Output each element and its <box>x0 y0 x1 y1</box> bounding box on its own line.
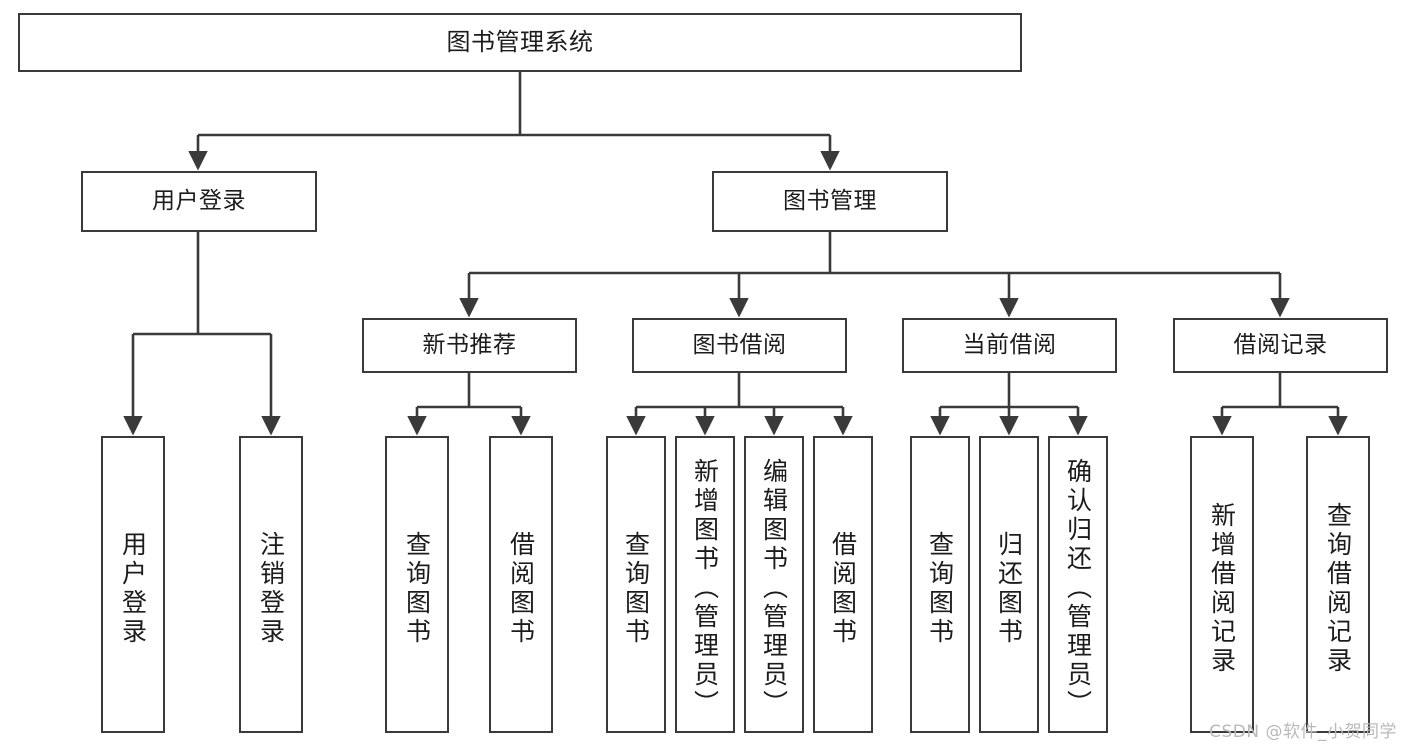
leaf-query-book-2-label: 查询图书 <box>621 530 651 647</box>
leaf-add-book[interactable]: 新增图书（管理员） <box>675 436 735 733</box>
node-root[interactable]: 图书管理系统 <box>18 13 1022 72</box>
node-new-book-recommend-label: 新书推荐 <box>422 332 517 359</box>
leaf-borrow-book-1-label: 借阅图书 <box>506 530 536 647</box>
leaf-query-record-label: 查询借阅记录 <box>1323 501 1353 676</box>
leaf-edit-book-label: 编辑图书（管理员） <box>759 458 789 719</box>
leaf-confirm-return[interactable]: 确认归还（管理员） <box>1048 436 1108 733</box>
leaf-query-book-3-label: 查询图书 <box>925 530 955 647</box>
node-root-label: 图书管理系统 <box>446 27 594 56</box>
node-user-login[interactable]: 用户登录 <box>81 171 317 232</box>
node-user-login-label: 用户登录 <box>152 188 246 215</box>
leaf-return-book-label: 归还图书 <box>994 530 1024 647</box>
leaf-add-book-label: 新增图书（管理员） <box>690 458 720 719</box>
node-current-borrow[interactable]: 当前借阅 <box>902 318 1117 373</box>
leaf-add-record-label: 新增借阅记录 <box>1207 501 1237 676</box>
leaf-query-book-2[interactable]: 查询图书 <box>606 436 666 733</box>
node-borrow-record-label: 借阅记录 <box>1233 332 1328 359</box>
leaf-confirm-return-label: 确认归还（管理员） <box>1063 458 1093 719</box>
node-book-manage-label: 图书管理 <box>783 188 877 215</box>
leaf-query-record[interactable]: 查询借阅记录 <box>1306 436 1370 733</box>
node-book-borrow[interactable]: 图书借阅 <box>632 318 847 373</box>
leaf-user-login-label: 用户登录 <box>118 530 148 647</box>
node-borrow-record[interactable]: 借阅记录 <box>1173 318 1388 373</box>
leaf-add-record[interactable]: 新增借阅记录 <box>1190 436 1254 733</box>
leaf-logout-login-label: 注销登录 <box>256 530 286 647</box>
leaf-user-login[interactable]: 用户登录 <box>101 436 165 733</box>
leaf-query-book-1-label: 查询图书 <box>402 530 432 647</box>
node-new-book-recommend[interactable]: 新书推荐 <box>362 318 577 373</box>
leaf-borrow-book-2-label: 借阅图书 <box>828 530 858 647</box>
node-book-borrow-label: 图书借阅 <box>692 332 787 359</box>
leaf-return-book[interactable]: 归还图书 <box>979 436 1039 733</box>
watermark-text: CSDN @软件_小贺同学 <box>1209 722 1397 742</box>
leaf-query-book-1[interactable]: 查询图书 <box>385 436 449 733</box>
leaf-borrow-book-2[interactable]: 借阅图书 <box>813 436 873 733</box>
leaf-borrow-book-1[interactable]: 借阅图书 <box>489 436 553 733</box>
leaf-query-book-3[interactable]: 查询图书 <box>910 436 970 733</box>
leaf-edit-book[interactable]: 编辑图书（管理员） <box>744 436 804 733</box>
leaf-logout-login[interactable]: 注销登录 <box>239 436 303 733</box>
node-book-manage[interactable]: 图书管理 <box>712 171 948 232</box>
node-current-borrow-label: 当前借阅 <box>962 332 1057 359</box>
